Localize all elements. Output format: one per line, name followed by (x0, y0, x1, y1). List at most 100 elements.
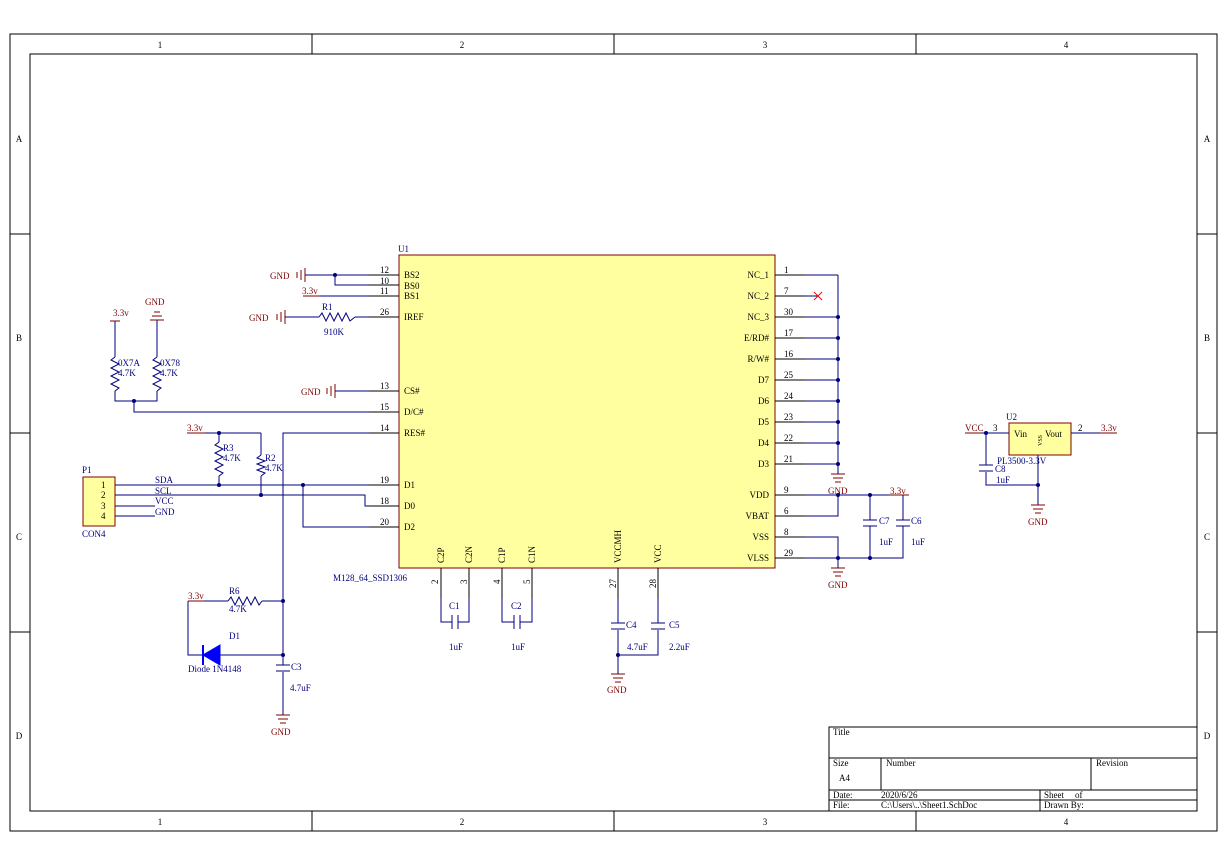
u1-pin-number: 19 (380, 475, 390, 485)
r6-value: 4.7K (229, 604, 247, 614)
u1-right-pin-labels: 1 NC_1 7 NC_2 30 NC_3 17 E/RD# 16 R/W# 2… (744, 265, 794, 563)
u2-pin-in: 3 (993, 423, 998, 433)
gnd-label: GND (301, 387, 321, 397)
zone-col-bottom: 2 (460, 817, 465, 827)
capacitor-c1[interactable]: C1 1uF (449, 601, 463, 652)
zone-col-bottom: 4 (1064, 817, 1069, 827)
u1-pin-number: 17 (784, 328, 794, 338)
resistor-0x7a[interactable]: 0X7A 4.7K (109, 356, 140, 392)
u1-pin-number: 23 (784, 412, 794, 422)
p1-designator: P1 (82, 465, 92, 475)
gnd-label: GND (271, 727, 291, 737)
gnd-label: GND (607, 685, 627, 695)
u1-bottom-pins (440, 568, 659, 598)
supply-3v3: 3.3v (1100, 423, 1117, 434)
resistor-0x78[interactable]: 0X78 4.7K (151, 356, 180, 392)
zone-col-bottom: 3 (763, 817, 768, 827)
title-block: Title Size A4 Number Revision Date: 2020… (828, 726, 1198, 812)
zone-labels: 1 2 3 4 1 2 3 4 A B C D A B C D (16, 40, 1211, 827)
gnd-symbol: GND (607, 673, 627, 695)
capacitor-c2[interactable]: C2 1uF (511, 601, 525, 652)
r7a-designator: 0X7A (118, 358, 140, 368)
zone-col-bottom: 1 (158, 817, 163, 827)
c2-value: 1uF (511, 642, 525, 652)
u2-vss-label: VSS (1038, 435, 1044, 446)
u1-pin-name: C1P (497, 547, 507, 563)
file-value: C:\Users\..\Sheet1.SchDoc (881, 800, 977, 810)
zone-row-right: A (1204, 134, 1211, 144)
sheet-frame (9, 33, 1218, 832)
gnd-symbol: GND (145, 297, 165, 321)
r2-designator: R2 (265, 453, 276, 463)
sheet-label: Sheet (1044, 790, 1064, 800)
gnd-label: GND (270, 271, 290, 281)
u1-pin-number: 22 (784, 433, 793, 443)
u2-regulator[interactable]: U2 Vin Vout VSS 3 2 PL3500-3.3V (993, 412, 1083, 466)
revision-label: Revision (1096, 758, 1129, 768)
capacitor-c4[interactable]: C4 4.7uF (611, 620, 648, 652)
p1-pin-number: 2 (101, 490, 106, 500)
u1-pin-number: 8 (784, 527, 789, 537)
connector-p1[interactable]: P1 CON4 1 2 3 4 (82, 465, 116, 539)
u1-pin-number: 9 (784, 485, 789, 495)
capacitor-c7[interactable]: C7 1uF (863, 516, 893, 547)
u1-designator: U1 (398, 244, 409, 254)
u1-pin-name: CS# (404, 386, 420, 396)
net-label-vcc: VCC (155, 496, 174, 506)
u1-pin-name: VLSS (747, 553, 769, 563)
c3-designator: C3 (291, 662, 302, 672)
u1-pin-number: 7 (784, 286, 789, 296)
title-label: Title (833, 727, 850, 737)
u1-pin-number: 15 (380, 402, 390, 412)
r1-designator: R1 (322, 302, 333, 312)
r7a-value: 4.7K (118, 368, 136, 378)
resistor-r2[interactable]: R2 4.7K (255, 453, 283, 477)
u1-pin-number: 28 (648, 579, 658, 589)
r78-value: 4.7K (160, 368, 178, 378)
u1-pin-name: RES# (404, 428, 426, 438)
u2-vout-label: Vout (1045, 429, 1062, 439)
u1-pin-number: 18 (380, 496, 390, 506)
u1-pin-name: NC_3 (747, 312, 769, 322)
u1-left-pin-labels: 12 BS2 10 BS0 11 BS1 26 IREF 13 CS# 15 D… (380, 265, 426, 532)
capacitor-c8[interactable]: C8 1uF (979, 464, 1010, 485)
capacitor-c3[interactable]: C3 4.7uF (276, 662, 311, 693)
supply-3v3: 3.3v (302, 286, 320, 297)
supply-3v3-label: 3.3v (187, 423, 203, 433)
supply-3v3: 3.3v (110, 308, 129, 322)
u1-pin-name: IREF (404, 312, 424, 322)
gnd-symbol: GND (270, 268, 306, 282)
supply-3v3-label: 3.3v (188, 591, 204, 601)
u1-pin-name: D7 (758, 375, 769, 385)
resistor-r3[interactable]: R3 4.7K (213, 441, 241, 477)
gnd-symbol: GND (828, 473, 848, 496)
u1-oled-controller[interactable]: U1 M128_64_SSD1306 12 BS2 10 BS0 11 BS1 … (333, 244, 805, 598)
capacitor-c6[interactable]: C6 1uF (896, 516, 925, 547)
u1-left-pins (369, 274, 399, 528)
number-label: Number (886, 758, 916, 768)
c1-designator: C1 (449, 601, 460, 611)
supply-3v3: 3.3v (188, 591, 204, 602)
capacitor-c5[interactable]: C5 2.2uF (651, 620, 690, 652)
resistor-r1[interactable]: R1 910K (318, 302, 356, 337)
sheet-of-label: of (1075, 790, 1083, 800)
u1-pin-name: NC_2 (747, 291, 769, 301)
u1-pin-number: 6 (784, 506, 789, 516)
u1-pin-name: E/RD# (744, 333, 770, 343)
d1-designator: D1 (229, 631, 240, 641)
u2-pin-out: 2 (1078, 423, 1083, 433)
supply-3v3-label: 3.3v (113, 308, 129, 318)
c7-value: 1uF (879, 537, 893, 547)
resistor-r6[interactable]: R6 4.7K (227, 586, 263, 614)
u2-vin-label: Vin (1014, 429, 1027, 439)
u1-bottom-pin-labels: C2P C2N C1P C1N VCCMH VCC 2 3 4 5 27 28 (430, 529, 663, 588)
c6-designator: C6 (911, 516, 922, 526)
r2-value: 4.7K (265, 463, 283, 473)
gnd-label: GND (249, 313, 269, 323)
supply-3v3: 3.3v (187, 423, 205, 434)
gnd-symbol: GND (828, 567, 848, 590)
u1-pin-number: 30 (784, 307, 794, 317)
diode-d1[interactable]: D1 Diode 1N4148 (188, 631, 242, 674)
u1-right-pins (775, 274, 805, 559)
u1-pin-name: D5 (758, 417, 769, 427)
